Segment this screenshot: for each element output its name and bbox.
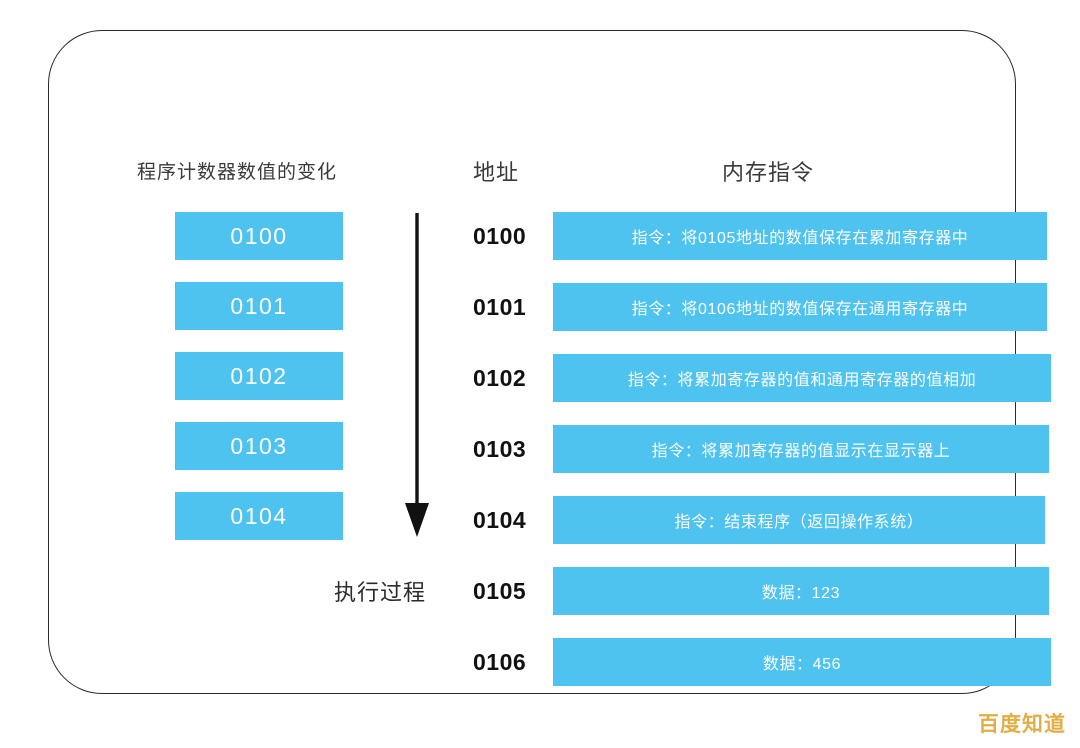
memory-address: 0102 [473,364,527,391]
program-counter-value: 0100 [230,222,288,249]
address-column-header: 地址 [473,160,520,185]
memory-row: 0106 数据：456 [473,638,1051,686]
program-counter-value: 0102 [230,362,288,389]
memory-address: 0101 [473,293,527,320]
program-counter-column-header: 程序计数器数值的变化 [137,162,338,183]
program-counter-value: 0101 [230,292,288,319]
memory-address: 0106 [473,648,527,675]
memory-row: 0101 指令：将0106地址的数值保存在通用寄存器中 [473,283,1051,331]
memory-address: 0100 [473,222,527,249]
memory-instruction-bar: 指令：将0106地址的数值保存在通用寄存器中 [553,283,1047,331]
memory-row: 0105 数据：123 [473,567,1051,615]
memory-instruction-bar: 指令：将0105地址的数值保存在累加寄存器中 [553,212,1047,260]
program-counter-value: 0104 [230,502,288,529]
diagram-card: 程序计数器数值的变化 地址 内存指令 0100 0101 0102 0103 0104 … [48,30,1051,694]
program-counter-list: 0100 0101 0102 0103 0104 [175,212,343,562]
watermark: 百度知道 [978,713,1066,736]
program-counter-box: 0104 [175,492,343,540]
memory-row: 0103 指令：将累加寄存器的值显示在显示器上 [473,425,1051,473]
program-counter-box: 0102 [175,352,343,400]
memory-row: 0102 指令：将累加寄存器的值和通用寄存器的值相加 [473,354,1051,402]
program-counter-box: 0101 [175,282,343,330]
memory-data-bar: 数据：123 [553,567,1049,615]
memory-row: 0104 指令：结束程序（返回操作系统） [473,496,1051,544]
memory-instruction-column-header: 内存指令 [722,160,815,185]
memory-address: 0105 [473,577,527,604]
program-counter-box: 0103 [175,422,343,470]
memory-table: 0100 指令：将0105地址的数值保存在累加寄存器中 0101 指令：将0106地址… [473,212,1051,709]
program-counter-value: 0103 [230,432,288,459]
memory-instruction-bar: 指令：将累加寄存器的值和通用寄存器的值相加 [553,354,1051,402]
memory-instruction-bar: 指令：将累加寄存器的值显示在显示器上 [553,425,1049,473]
memory-address: 0104 [473,506,527,533]
memory-address: 0103 [473,435,527,462]
memory-data-bar: 数据：456 [553,638,1051,686]
execution-process-label: 执行过程 [334,580,427,605]
memory-row: 0100 指令：将0105地址的数值保存在累加寄存器中 [473,212,1051,260]
program-counter-box: 0100 [175,212,343,260]
memory-instruction-bar: 指令：结束程序（返回操作系统） [553,496,1045,544]
down-arrow-icon [393,211,443,541]
